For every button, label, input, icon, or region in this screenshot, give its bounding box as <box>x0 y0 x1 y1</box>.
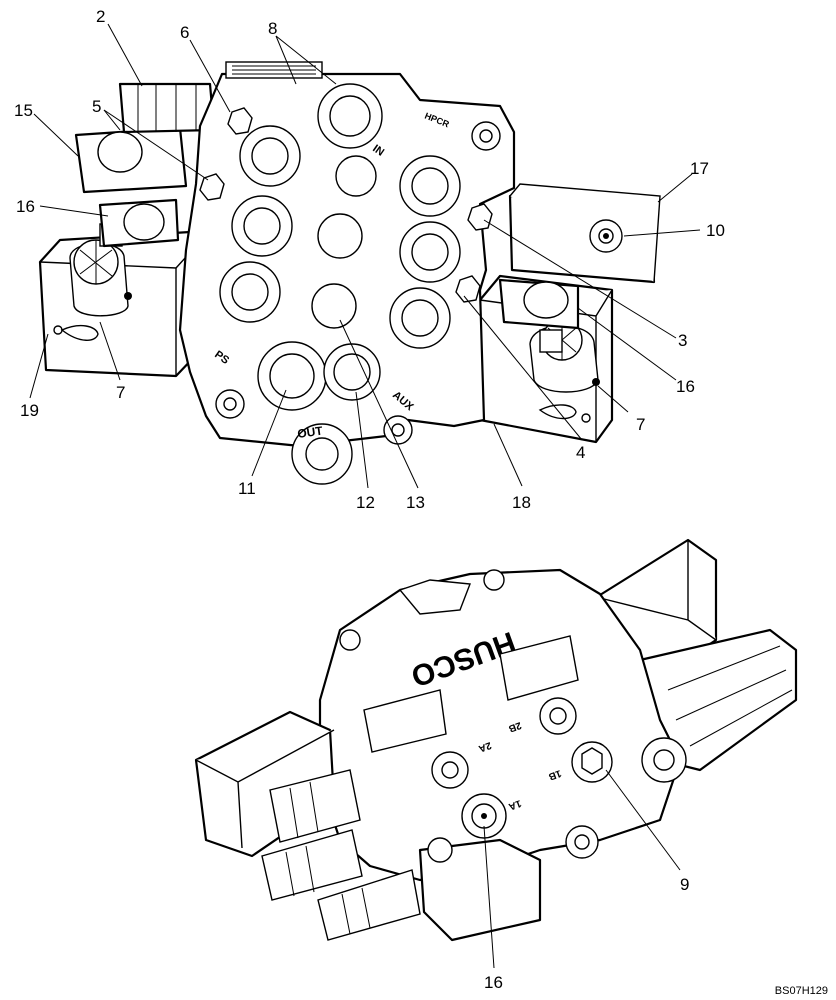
leader-lines <box>29 23 701 969</box>
right-coil-connector <box>529 319 600 393</box>
callout-labels: 2 6 8 15 5 16 17 10 3 16 7 19 7 4 11 12 … <box>14 7 725 992</box>
callout-18: 18 <box>512 493 531 512</box>
callout-10: 10 <box>706 221 725 240</box>
lower-front-block <box>418 838 542 942</box>
callout-6: 6 <box>180 23 189 42</box>
callout-16-bottom: 16 <box>484 973 503 992</box>
lower-ports <box>431 697 613 839</box>
callout-16-right: 16 <box>676 377 695 396</box>
drawing-reference: BS07H129 <box>775 985 828 997</box>
callout-5: 5 <box>92 97 101 116</box>
callout-8: 8 <box>268 19 277 38</box>
callout-7-right: 7 <box>636 415 645 434</box>
callout-7-left: 7 <box>116 383 125 402</box>
callout-9: 9 <box>680 875 689 894</box>
hex-bolts <box>199 107 493 303</box>
callout-16-left: 16 <box>16 197 35 216</box>
callout-2: 2 <box>96 7 105 26</box>
port-2b-engraving: 2B <box>507 719 523 734</box>
port-2a-engraving: 2A <box>477 739 493 754</box>
callout-4: 4 <box>576 443 585 462</box>
callout-11: 11 <box>238 479 256 498</box>
port-1a-engraving: 1A <box>507 797 523 812</box>
lower-main-body <box>318 568 682 882</box>
callout-19: 19 <box>20 401 39 420</box>
bottom-valve-view: HUSCO 2B 2A 1B 1A <box>194 538 798 942</box>
face-ports <box>219 83 461 485</box>
callout-13: 13 <box>406 493 425 512</box>
callout-12: 12 <box>356 493 375 512</box>
callout-17: 17 <box>690 159 709 178</box>
callout-3: 3 <box>678 331 687 350</box>
out-port-engraving: OUT <box>296 423 324 440</box>
callout-15: 15 <box>14 101 33 120</box>
lower-left-fittings <box>261 769 421 941</box>
port-1b-engraving: 1B <box>547 767 563 782</box>
top-valve-view: IN HPCR PS OUT AUX <box>38 61 661 485</box>
